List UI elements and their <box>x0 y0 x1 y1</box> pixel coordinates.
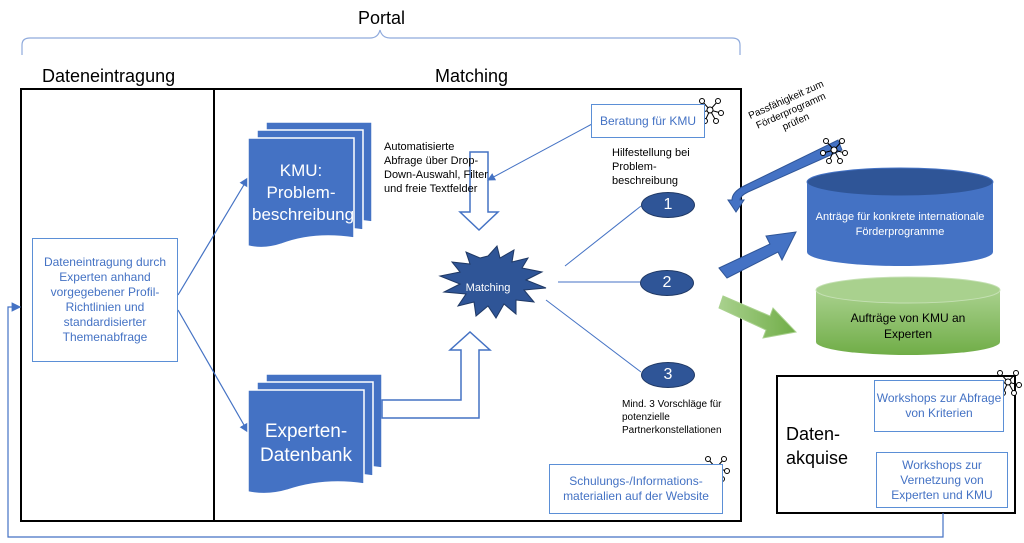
workshops-vernetzung-box: Workshops zur Vernetzung von Experten un… <box>876 452 1008 508</box>
dateneintragung-box: Dateneintragung durch Experten anhand vo… <box>32 238 178 362</box>
bent-up-arrow <box>381 330 492 419</box>
arrow-to-antraege <box>718 231 797 279</box>
auftraege-cylinder <box>815 276 1001 355</box>
matching-star-label: Matching <box>465 282 511 294</box>
option-3-ellipse: 3 <box>641 362 695 388</box>
beratung-box: Beratung für KMU <box>591 104 705 138</box>
down-arrow <box>458 151 500 232</box>
line-to-experten <box>177 309 249 434</box>
matching-title: Matching <box>435 66 509 86</box>
matching-star <box>438 244 547 319</box>
network-icon-datenakquise <box>994 370 1022 396</box>
line-to-kmu <box>177 176 249 296</box>
experten-doc-stack <box>247 373 383 495</box>
kmu-doc-stack <box>247 121 373 249</box>
line-beratung <box>487 123 593 181</box>
dateneintragung-title: Dateneintragung <box>42 66 176 86</box>
workshops-abfrage-box: Workshops zur Abfrage von Kriterien <box>874 380 1004 432</box>
experten-doc-label: Experten-Datenbank <box>260 421 352 466</box>
passfaehigkeit-arrow <box>727 139 843 213</box>
line-star-3 <box>545 299 642 373</box>
network-icon-passfaehigkeit <box>820 138 848 164</box>
datenakquise-frame <box>776 375 1016 514</box>
kmu-doc-label: KMU: Problem-beschreibung <box>252 161 355 224</box>
mind3-text: Mind. 3 Vorschläge für potenzielle Partn… <box>622 399 722 436</box>
automatisierte-text: Automatisierte Abfrage über Drop-Down-Au… <box>384 141 488 195</box>
option-2-ellipse: 2 <box>640 270 694 296</box>
schulungen-box: Schulungs-/Informations-materialien auf … <box>549 464 723 514</box>
antraege-label: Anträge für konkrete internationale Förd… <box>815 211 985 238</box>
hilfestellung-text: Hilfestellung bei Problem-beschreibung <box>612 147 690 187</box>
portal-title: Portal <box>358 8 406 28</box>
portal-brace <box>21 29 741 55</box>
antraege-cylinder <box>806 167 994 266</box>
feedback-line <box>7 302 944 538</box>
auftraege-label: Aufträge von KMU an Experten <box>850 311 966 341</box>
line-star-1 <box>564 205 642 267</box>
datenakquise-title: Daten-akquise <box>786 424 849 468</box>
arrow-to-auftraege <box>718 295 798 339</box>
option-1-ellipse: 1 <box>641 192 695 218</box>
